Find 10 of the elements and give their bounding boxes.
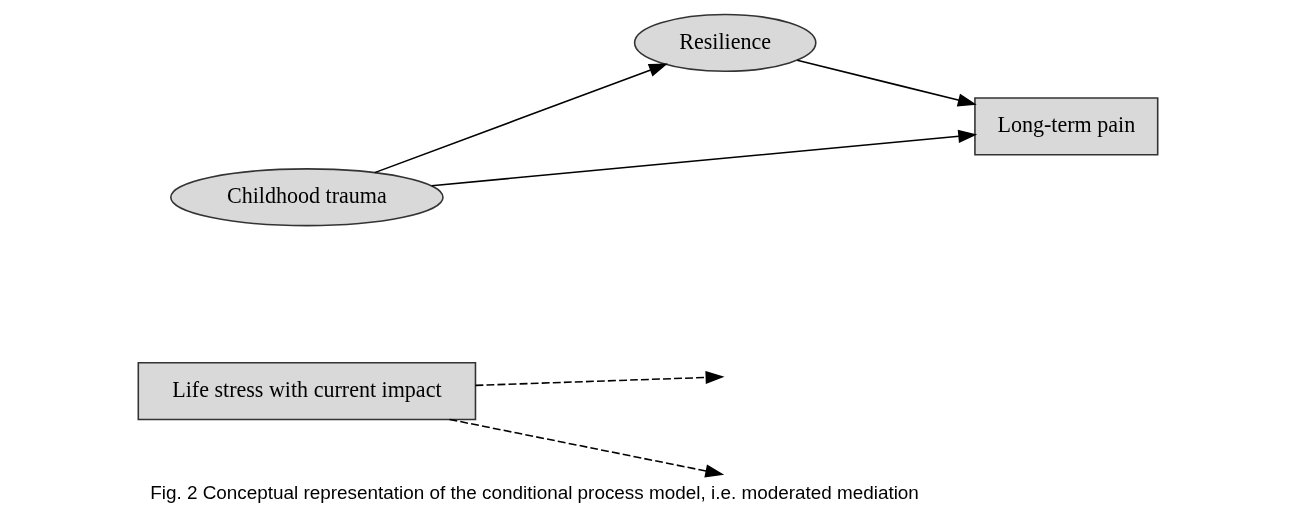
arrow [796, 59, 977, 107]
node-ellipse: Resilience [633, 13, 817, 73]
arrow [430, 129, 978, 187]
node-box: Long-term pain [974, 97, 1159, 156]
arrow [474, 370, 725, 387]
node-box: Life stress with current impact [137, 361, 477, 421]
arrow [448, 418, 725, 478]
caption: Fig. 2 Conceptual representation of the conditional process model, i.e. moderated mediation [150, 481, 919, 503]
arrow [373, 63, 668, 174]
node-ellipse: Childhood trauma [170, 168, 444, 227]
